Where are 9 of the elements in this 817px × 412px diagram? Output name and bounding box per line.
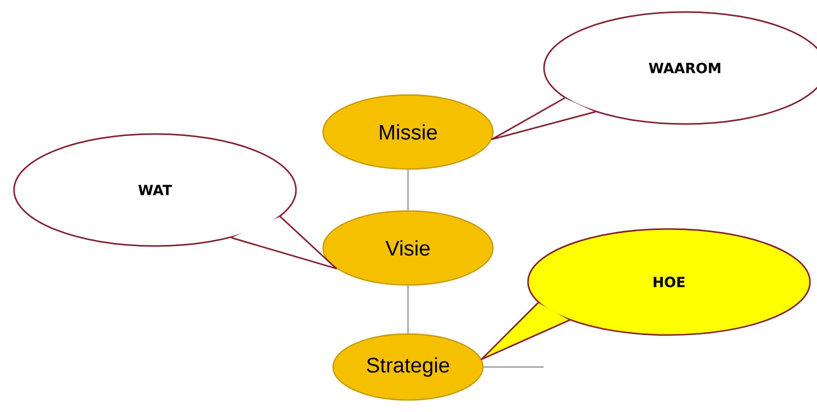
speech-bubble-tail [231, 216, 338, 270]
speech-bubble-tail [480, 302, 570, 360]
speech-bubble: HOE [527, 228, 811, 336]
speech-bubble: WAAROM [543, 11, 817, 125]
ellipse-node: Visie [322, 210, 494, 286]
speech-bubble-tail [491, 97, 596, 140]
connector-line [483, 366, 544, 368]
ellipse-node: Strategie [332, 333, 484, 401]
ellipse-node: Missie [322, 94, 494, 170]
